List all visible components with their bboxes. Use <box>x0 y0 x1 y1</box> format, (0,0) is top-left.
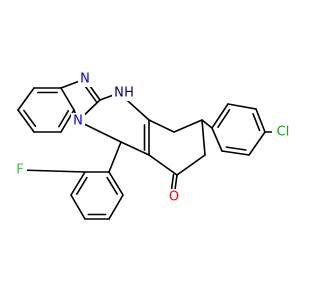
bridgehead-nitrogen-atom: N <box>71 113 85 129</box>
chlorine-label: Cl <box>277 125 290 140</box>
amine-nitrogen-label: N <box>114 86 124 101</box>
bond-line <box>148 119 175 133</box>
bond-line <box>120 141 150 156</box>
imidazole-nitrogen-label: N <box>80 72 90 87</box>
oxygen-atom: O <box>167 189 181 205</box>
bond-line <box>70 171 86 196</box>
bond-line <box>19 169 86 173</box>
bond-line <box>108 171 124 196</box>
bond-line <box>217 109 231 128</box>
bond-line <box>23 109 37 128</box>
bond-line <box>248 131 266 156</box>
bond-line <box>17 109 35 133</box>
bond-line <box>58 109 70 128</box>
bond-line <box>108 141 122 173</box>
bond-line <box>255 108 266 133</box>
bond-line <box>106 176 118 195</box>
bond-line <box>201 119 213 129</box>
bond-line <box>60 87 75 111</box>
amine-hydrogen-label: H <box>124 86 134 101</box>
bond-line <box>211 103 229 129</box>
bond-line <box>76 176 88 195</box>
bridgehead-nitrogen-label: N <box>73 114 83 129</box>
bond-line <box>108 194 124 220</box>
oxygen-label: O <box>169 190 179 205</box>
molecule-structure: N N H N F O Cl <box>13 71 294 220</box>
imidazole-nitrogen-atom: N <box>78 71 92 87</box>
bond-lines <box>17 78 284 220</box>
bond-line <box>70 194 86 220</box>
fluorine-atom: F <box>13 162 27 178</box>
bond-line <box>201 119 206 156</box>
fluorine-label: F <box>16 163 23 178</box>
amine-nitrogen-atom: N H <box>112 85 136 101</box>
bond-line <box>227 103 257 110</box>
chlorine-atom: Cl <box>272 124 294 140</box>
bond-line <box>148 154 178 176</box>
bond-line <box>225 146 247 151</box>
bond-line <box>77 120 122 143</box>
bond-line <box>211 127 223 152</box>
bond-line <box>221 150 250 156</box>
bond-line <box>252 113 261 132</box>
atom-labels: N N H N F O Cl <box>13 71 294 205</box>
bond-line <box>176 154 206 176</box>
bond-line <box>17 87 35 111</box>
bond-line <box>173 119 203 133</box>
